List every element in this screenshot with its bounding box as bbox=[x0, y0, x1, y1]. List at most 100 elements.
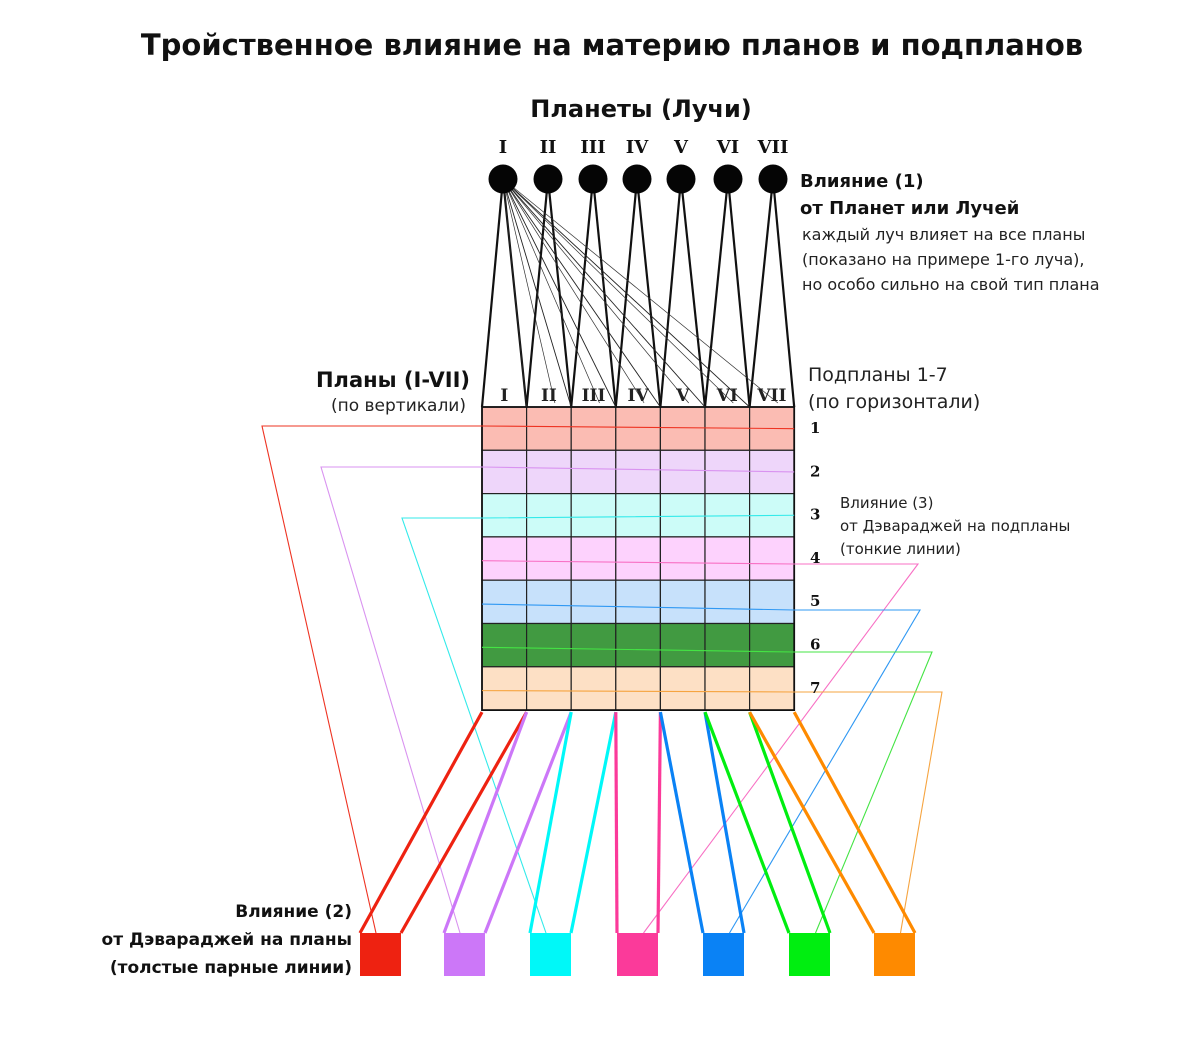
devaraja-square-4 bbox=[617, 933, 658, 976]
subplane-line-1 bbox=[261, 425, 795, 934]
ray-line-right-4 bbox=[635, 178, 662, 408]
subplanes-heading: Подпланы 1-7 bbox=[808, 364, 948, 386]
subplane-cell-r7-c2 bbox=[525, 666, 572, 711]
subplane-label-6: 6 bbox=[810, 636, 820, 654]
planet-label-2: II bbox=[540, 137, 557, 158]
influence1-title-line2: от Планет или Лучей bbox=[800, 198, 1019, 219]
subplane-label-7: 7 bbox=[810, 679, 820, 697]
plane-label-5: V bbox=[675, 386, 690, 406]
ray-line-right-5 bbox=[679, 178, 707, 408]
plane-line-right-5 bbox=[703, 711, 746, 934]
subplane-cell-r6-c3 bbox=[570, 622, 617, 668]
subplane-cell-r6-c2 bbox=[525, 622, 572, 668]
ray-line-left-6 bbox=[703, 178, 730, 408]
planes-heading: Планы (I-VII) bbox=[316, 368, 470, 392]
ray1-thin-line-a-1 bbox=[502, 178, 528, 408]
planet-label-4: IV bbox=[626, 137, 649, 158]
devaraja-square-7 bbox=[874, 933, 915, 976]
subplane-cell-r7-c3 bbox=[570, 666, 617, 711]
plane-label-2: II bbox=[541, 386, 557, 406]
devaraja-square-5 bbox=[703, 933, 744, 976]
subplane-cell-r5-c2 bbox=[525, 579, 572, 625]
subplane-cell-r6-c5 bbox=[659, 622, 706, 668]
ray1-thin-line-a-2 bbox=[502, 178, 572, 408]
plane-label-1: I bbox=[500, 386, 508, 406]
subplane-cell-r2-c6 bbox=[704, 449, 751, 495]
ray1-thin-line-b-6 bbox=[502, 178, 779, 404]
subplane-cell-r3-c3 bbox=[570, 493, 617, 538]
subplanes-subheading: (по горизонтали) bbox=[808, 391, 980, 413]
subplane-cell-r3-c2 bbox=[525, 493, 572, 538]
subplane-label-5: 5 bbox=[810, 592, 820, 610]
subplane-line-2 bbox=[320, 466, 795, 934]
plane-line-right-1 bbox=[399, 711, 528, 934]
planet-1 bbox=[488, 164, 518, 194]
subplane-grid bbox=[481, 406, 796, 712]
subplane-cell-r4-c5 bbox=[659, 536, 706, 581]
plane-line-left-2 bbox=[442, 711, 529, 934]
plane-line-left-1 bbox=[358, 711, 484, 934]
plane-line-right-2 bbox=[483, 711, 573, 934]
subplane-label-4: 4 bbox=[810, 549, 820, 567]
subplane-cell-r5-c5 bbox=[659, 579, 706, 625]
subplane-cell-r1-c3 bbox=[570, 406, 617, 451]
ray1-thin-line-b-3 bbox=[502, 178, 645, 404]
planes-subheading: (по вертикали) bbox=[331, 396, 466, 416]
subplane-line-5 bbox=[481, 603, 921, 934]
devaraja-square-6 bbox=[789, 933, 830, 976]
influence1-desc-line2: (показано на примере 1-го луча), bbox=[802, 250, 1085, 269]
subplane-cell-r5-c7 bbox=[748, 579, 795, 625]
subplane-cell-r6-c1 bbox=[481, 622, 528, 668]
subplane-cell-r4-c6 bbox=[704, 536, 751, 581]
ray1-thin-line-a-5 bbox=[502, 178, 706, 408]
subplane-line-4 bbox=[481, 560, 920, 934]
subplane-label-3: 3 bbox=[810, 506, 820, 524]
subplane-cell-r4-c3 bbox=[570, 536, 617, 581]
plane-label-4: IV bbox=[628, 386, 650, 406]
planet-label-3: III bbox=[580, 137, 605, 158]
ray1-thin-line-a-3 bbox=[502, 178, 617, 408]
ray-influence-lines bbox=[480, 178, 796, 408]
influence3-title-line2: от Дэвараджей на подпланы bbox=[840, 517, 1070, 535]
subplane-cell-r6-c6 bbox=[704, 622, 751, 668]
ray-line-left-7 bbox=[748, 178, 775, 408]
plane-line-right-6 bbox=[748, 711, 832, 934]
ray-line-right-6 bbox=[726, 178, 751, 408]
subplane-cell-r5-c1 bbox=[481, 579, 528, 625]
plane-line-left-4 bbox=[614, 712, 619, 934]
devaraja-square-2 bbox=[444, 933, 485, 976]
subplane-cell-r3-c1 bbox=[481, 493, 528, 538]
plane-line-left-3 bbox=[528, 711, 573, 934]
subplane-line-6 bbox=[481, 646, 933, 934]
subplane-line-7 bbox=[481, 690, 943, 934]
influence2-title-line1: Влияние (2) bbox=[235, 902, 352, 922]
influence3-title-line1: Влияние (3) bbox=[840, 494, 933, 512]
subplane-cell-r2-c2 bbox=[525, 449, 572, 495]
subplane-cell-r4-c2 bbox=[525, 536, 572, 581]
subplane-cell-r3-c5 bbox=[659, 493, 706, 538]
subplane-cell-r1-c1 bbox=[481, 406, 528, 451]
plane-label-6: VI bbox=[716, 386, 738, 406]
planet-label-6: VI bbox=[716, 137, 739, 158]
subplane-label-1: 1 bbox=[810, 419, 820, 437]
subplane-cell-r6-c7 bbox=[748, 622, 795, 668]
planet-row bbox=[488, 164, 788, 194]
subplane-cell-r2-c5 bbox=[659, 449, 706, 495]
planet-4 bbox=[622, 164, 652, 194]
plane-line-right-4 bbox=[656, 712, 662, 934]
planet-5 bbox=[666, 164, 696, 194]
ray-line-right-7 bbox=[771, 178, 796, 408]
ray1-thin-line-b-4 bbox=[502, 178, 689, 404]
plane-line-right-3 bbox=[569, 711, 618, 934]
subplane-cell-r7-c6 bbox=[704, 666, 751, 711]
subplane-cell-r4-c1 bbox=[481, 536, 528, 581]
plane-line-right-7 bbox=[792, 711, 917, 934]
influence2-title-line3: (толстые парные линии) bbox=[110, 958, 352, 978]
subplane-cell-r7-c4 bbox=[615, 666, 661, 711]
planet-label-5: V bbox=[673, 137, 689, 158]
subplane-cell-r1-c2 bbox=[525, 406, 572, 451]
